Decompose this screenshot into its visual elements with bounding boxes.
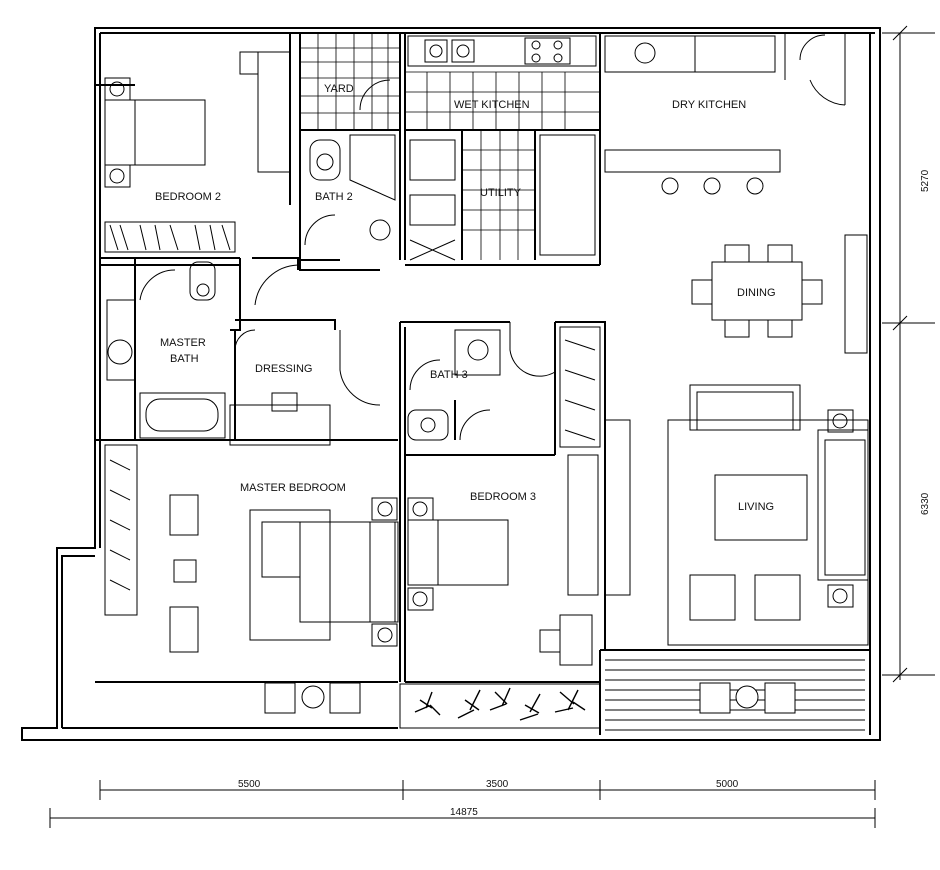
label-bath-2: BATH 2 <box>315 191 353 203</box>
label-master-bedroom: MASTER BEDROOM <box>240 482 346 494</box>
label-bedroom-2: BEDROOM 2 <box>155 191 221 203</box>
doors <box>234 264 556 456</box>
dim-bottom-right: 5000 <box>716 779 739 790</box>
floor-tiles <box>300 33 600 260</box>
dimension-labels: 5270 6330 5500 3500 5000 14875 <box>238 169 931 818</box>
dimension-lines <box>49 25 935 828</box>
bath-fixtures <box>106 79 501 441</box>
kitchen-fixtures <box>407 33 868 354</box>
label-dressing: DRESSING <box>255 363 312 375</box>
label-dining: DINING <box>737 287 776 299</box>
label-master-bath-1: MASTER <box>160 337 206 349</box>
wardrobes <box>104 221 631 616</box>
dim-right-upper: 5270 <box>920 169 931 192</box>
room-labels: YARD WET KITCHEN DRY KITCHEN BEDROOM 2 B… <box>155 83 776 513</box>
living-furniture <box>667 244 869 646</box>
label-living: LIVING <box>738 501 774 513</box>
label-utility: UTILITY <box>480 187 522 199</box>
walls <box>21 27 881 741</box>
planter <box>399 683 601 729</box>
label-bedroom-3: BEDROOM 3 <box>470 491 536 503</box>
label-master-bath-2: BATH <box>170 353 199 365</box>
dim-right-lower: 6330 <box>920 492 931 515</box>
dim-bottom-left: 5500 <box>238 779 261 790</box>
label-bath-3: BATH 3 <box>430 369 468 381</box>
terrace <box>264 659 865 731</box>
label-yard: YARD <box>324 83 354 95</box>
label-wet-kitchen: WET KITCHEN <box>454 99 530 111</box>
dim-bottom-total: 14875 <box>450 807 478 818</box>
bedroom-furniture <box>104 51 593 666</box>
dim-bottom-mid: 3500 <box>486 779 509 790</box>
label-dry-kitchen: DRY KITCHEN <box>672 99 746 111</box>
